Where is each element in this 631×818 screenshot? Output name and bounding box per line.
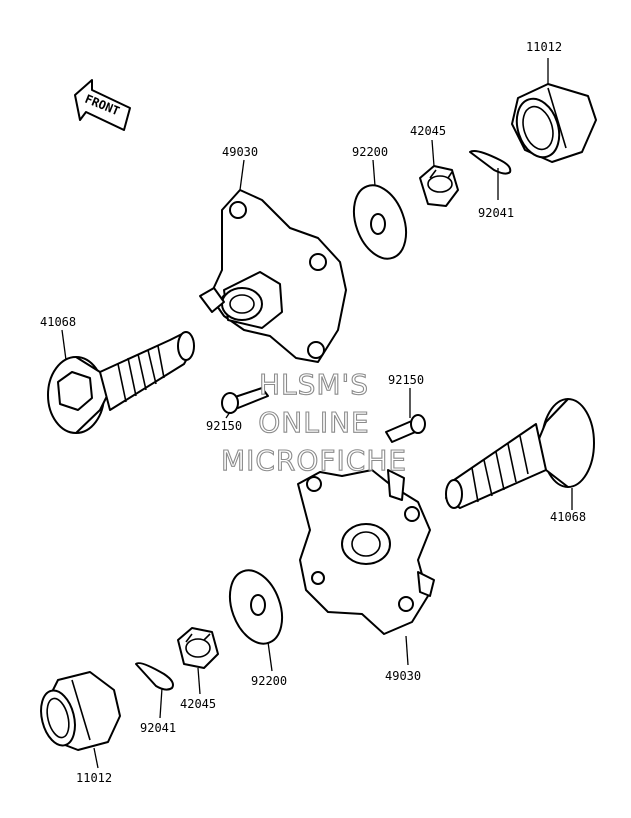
label-49030-bottom: 49030	[385, 669, 421, 683]
label-41068-left: 41068	[40, 315, 76, 329]
label-11012-top: 11012	[526, 40, 562, 54]
hub-upper-icon	[199, 189, 347, 363]
axle-right-icon	[445, 398, 595, 509]
label-92200-top: 92200	[352, 145, 388, 159]
label-92150-right: 92150	[388, 373, 424, 387]
front-arrow-icon: FRONT	[74, 79, 131, 131]
stud-right-icon	[385, 414, 426, 443]
cap-top-icon	[511, 83, 597, 163]
watermark-line-2: ONLINE	[258, 406, 369, 439]
hub-lower-icon	[297, 469, 435, 635]
axle-left-icon	[47, 331, 195, 434]
castle-nut-bottom-icon	[177, 627, 219, 669]
leader-lines	[61, 58, 573, 769]
label-92041-bottom: 92041	[140, 721, 176, 735]
washer-bottom-icon	[228, 569, 284, 645]
watermark-line-1: HLSM'S	[259, 368, 369, 401]
cotter-pin-top-icon	[469, 150, 512, 175]
part-labels: 11012 42045 92200 92041 49030 41068 9215…	[40, 40, 586, 785]
label-92150-left: 92150	[206, 419, 242, 433]
label-92041-top: 92041	[478, 206, 514, 220]
watermark-line-3: MICROFICHE	[221, 444, 407, 477]
castle-nut-top-icon	[419, 165, 459, 207]
label-41068-right: 41068	[550, 510, 586, 524]
washer-top-icon	[352, 184, 408, 260]
label-92200-bottom: 92200	[251, 674, 287, 688]
watermark: HLSM'S ONLINE MICROFICHE	[220, 367, 407, 477]
cotter-pin-bottom-icon	[135, 662, 174, 691]
cap-bottom-icon	[40, 671, 121, 751]
label-42045-top: 42045	[410, 124, 446, 138]
label-49030-top: 49030	[222, 145, 258, 159]
label-42045-bottom: 42045	[180, 697, 216, 711]
label-11012-bottom: 11012	[76, 771, 112, 785]
